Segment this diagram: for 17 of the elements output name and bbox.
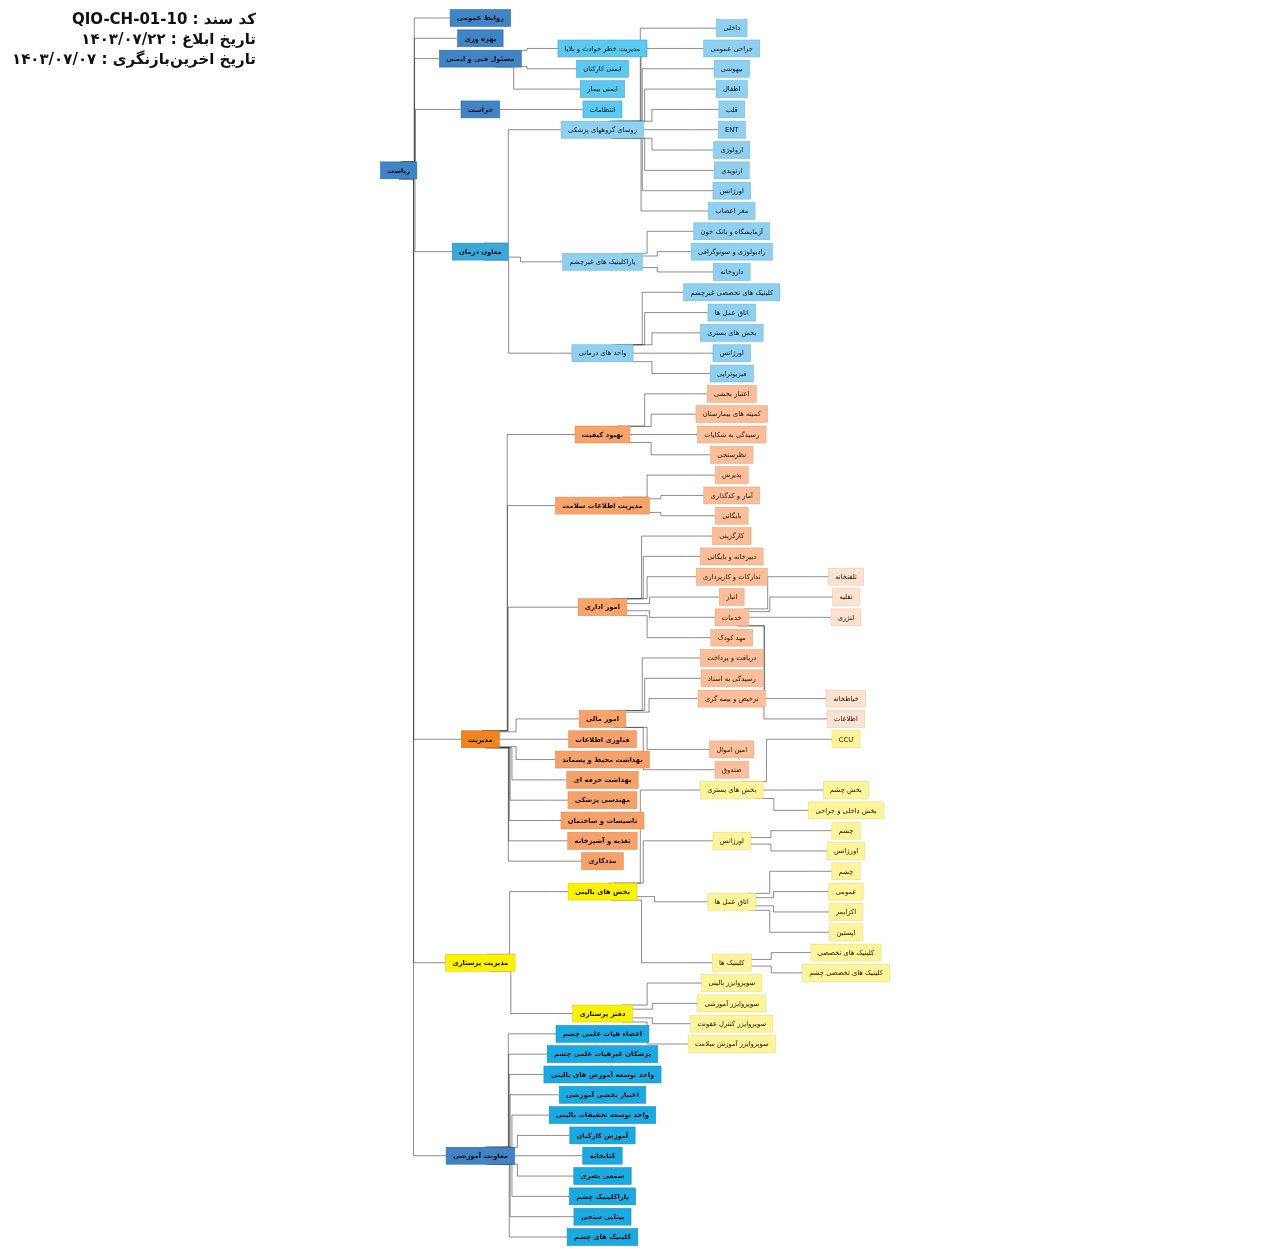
connector bbox=[629, 442, 711, 456]
connector bbox=[508, 256, 563, 263]
connector bbox=[629, 413, 697, 427]
connector bbox=[649, 495, 705, 500]
connector bbox=[625, 698, 699, 713]
connector bbox=[750, 830, 833, 838]
document-info-text: کد سند : QIO-CH-01-10 bbox=[71, 10, 256, 28]
connector bbox=[755, 905, 830, 913]
connector bbox=[649, 512, 716, 517]
connector bbox=[499, 718, 580, 733]
document-info-text: تاریخ ابلاغ : ۱۴۰۳/۰۷/۲۲ bbox=[80, 30, 256, 48]
connector bbox=[521, 48, 559, 51]
connector bbox=[631, 361, 711, 374]
connector bbox=[521, 66, 577, 70]
connector bbox=[499, 746, 556, 760]
document-info-text: تاریخ اخرین‌بازنگری : ۱۴۰۳/۰۷/۰۷ bbox=[12, 50, 256, 68]
connector bbox=[631, 332, 701, 346]
